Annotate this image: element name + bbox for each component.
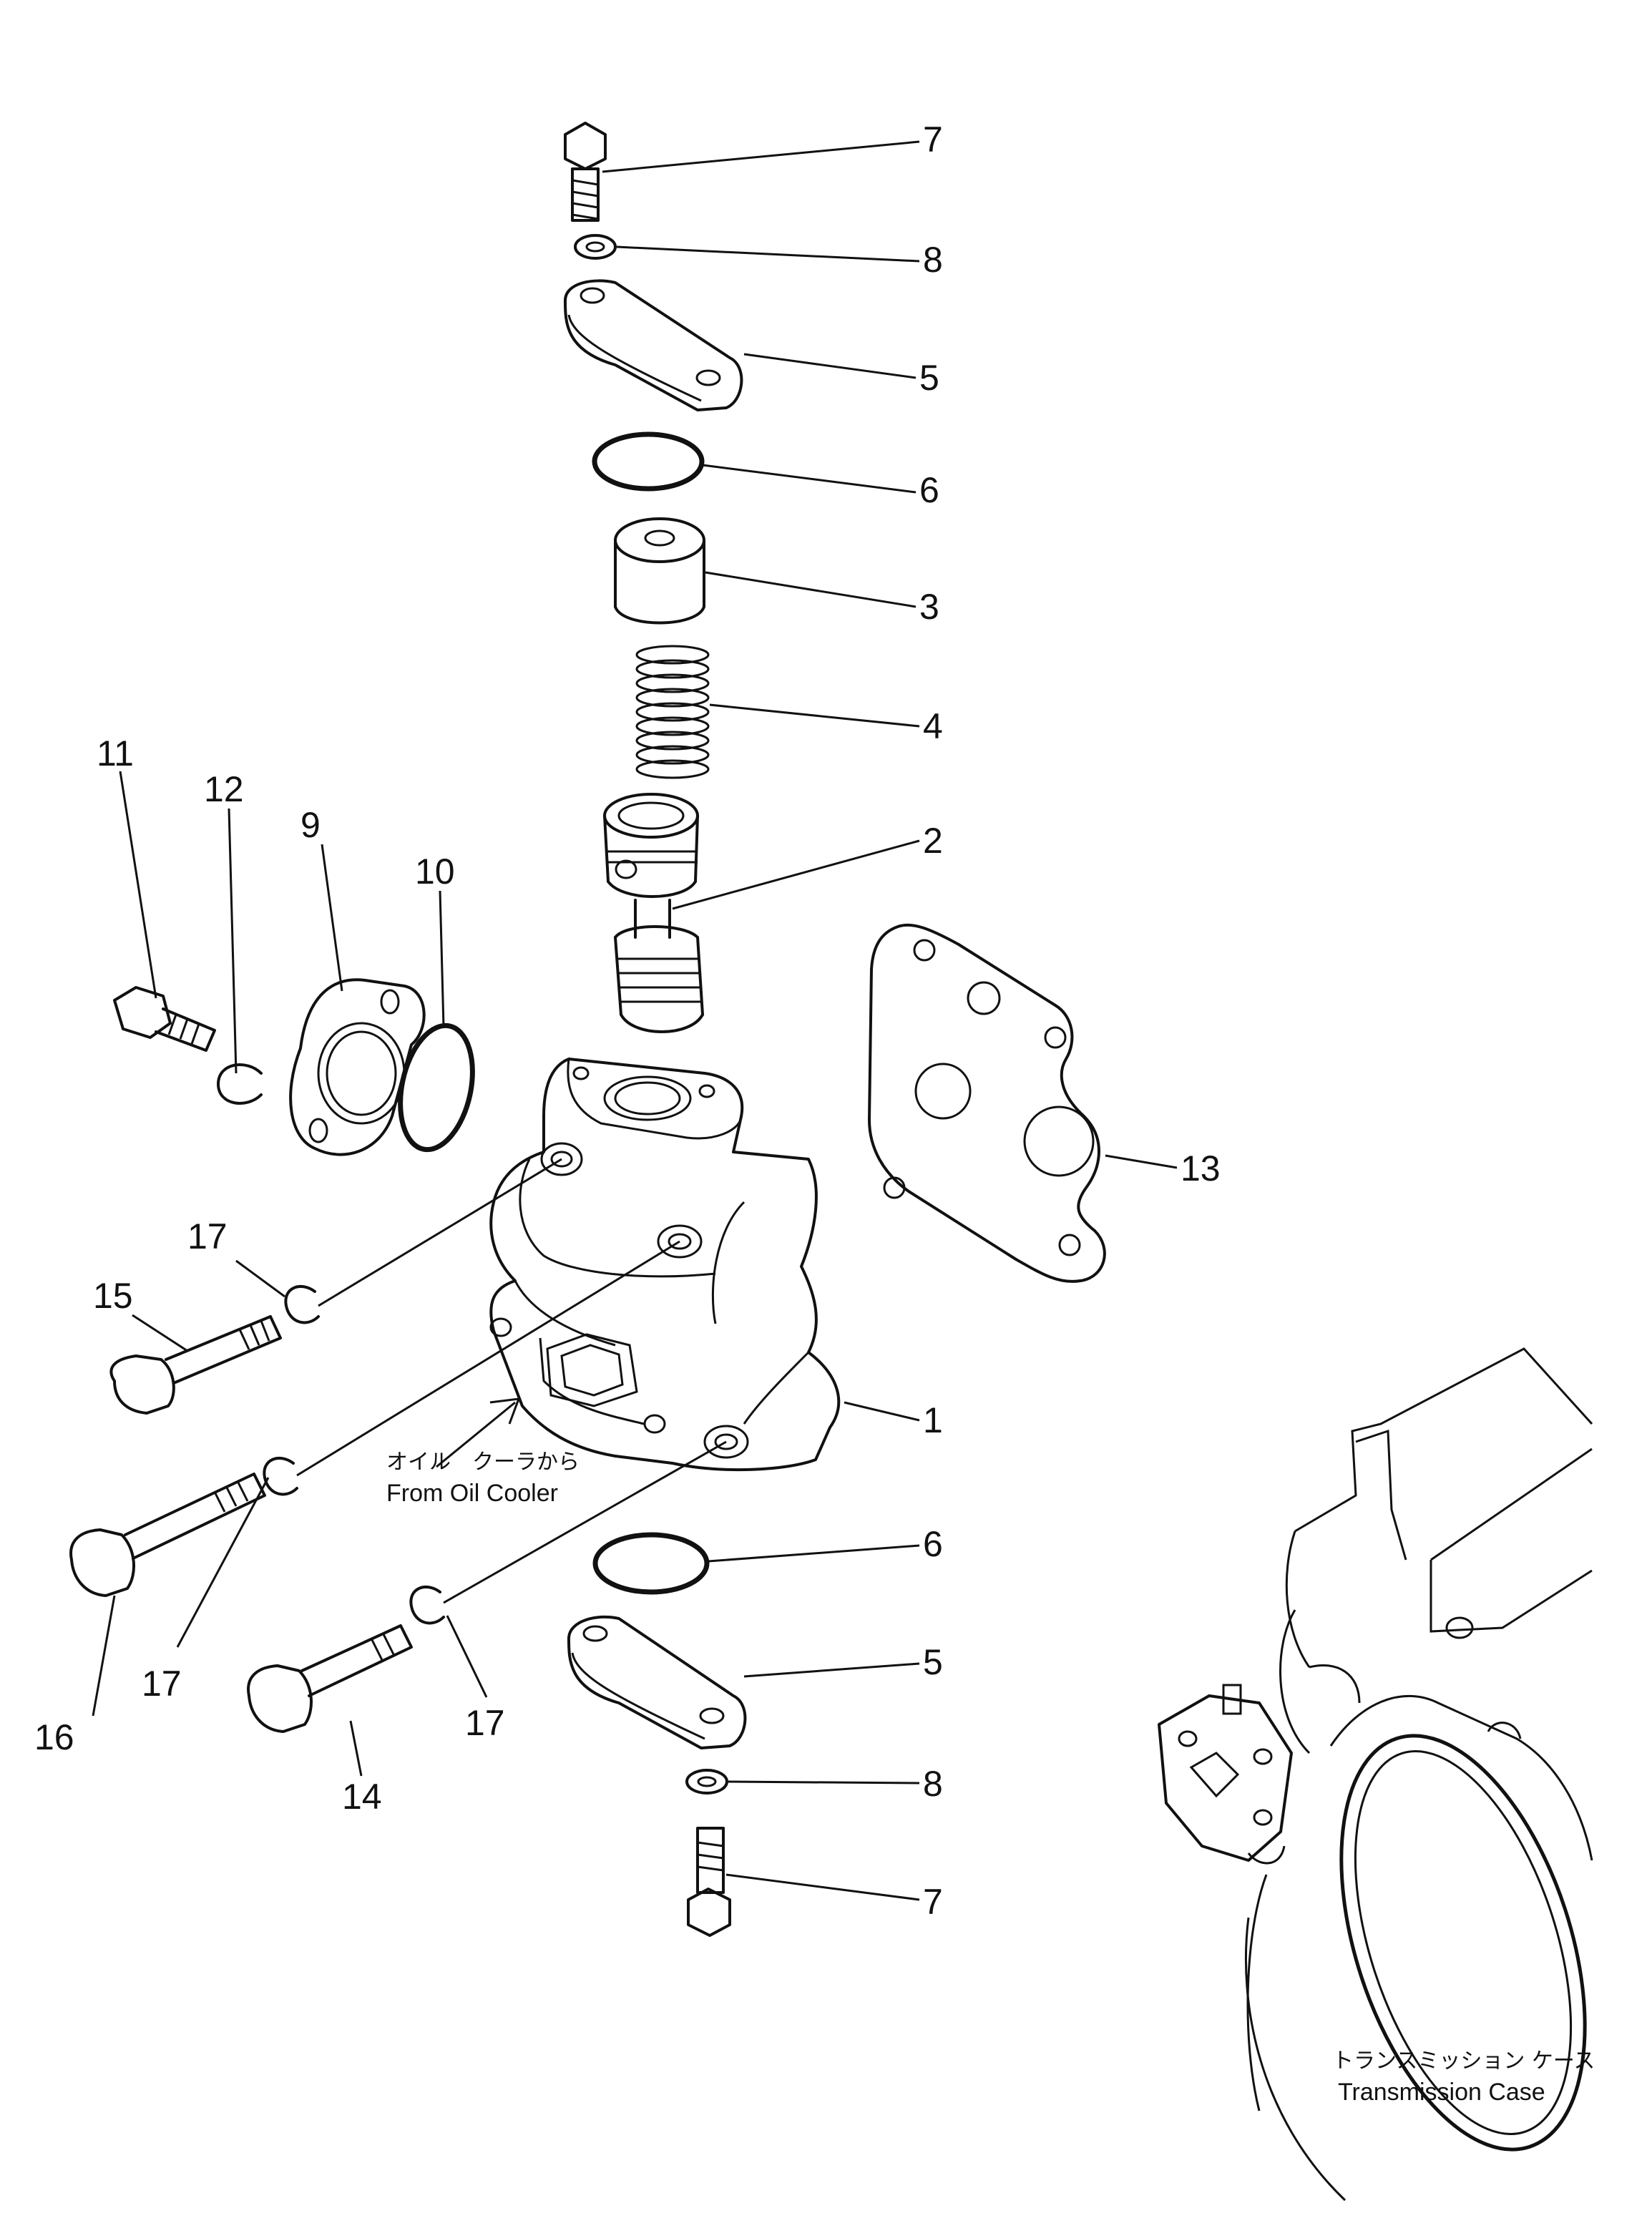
label-part-14: 14 bbox=[342, 1777, 382, 1817]
transmission-case-inset bbox=[1158, 1347, 1593, 2202]
o-ring-6-top bbox=[592, 431, 705, 492]
washer-17-b bbox=[263, 1456, 298, 1496]
sleeve-3 bbox=[614, 517, 705, 625]
valve-body-1 bbox=[489, 1058, 841, 1472]
bolt-7-top bbox=[564, 122, 607, 222]
washer-12 bbox=[217, 1063, 263, 1105]
label-part-8-top: 8 bbox=[923, 240, 943, 280]
spool-2 bbox=[603, 793, 704, 1033]
label-part-13: 13 bbox=[1181, 1148, 1221, 1188]
caption-oil-cooler-jp: オイル クーラから bbox=[386, 1450, 580, 1475]
washer-17-a bbox=[284, 1284, 320, 1324]
bolt-15 bbox=[109, 1315, 282, 1415]
bolt-16 bbox=[69, 1473, 266, 1597]
label-part-6-bottom: 6 bbox=[923, 1524, 943, 1564]
label-part-17-b: 17 bbox=[142, 1664, 182, 1704]
label-part-6-top: 6 bbox=[919, 470, 939, 510]
o-ring-6-bottom bbox=[592, 1532, 710, 1595]
spring-4 bbox=[635, 645, 710, 779]
label-part-7-bottom: 7 bbox=[923, 1882, 943, 1922]
label-part-17-c: 17 bbox=[465, 1703, 505, 1743]
caption-transmission-jp: トランスミッション ケース bbox=[1332, 2049, 1595, 2074]
label-part-1: 1 bbox=[923, 1400, 943, 1440]
bolt-7-bottom bbox=[687, 1827, 731, 1937]
washer-17-c bbox=[409, 1585, 445, 1625]
o-ring-10 bbox=[398, 1022, 475, 1153]
label-part-4: 4 bbox=[923, 706, 943, 746]
caption-transmission-en: Transmission Case bbox=[1338, 2079, 1545, 2106]
washer-8-bottom bbox=[685, 1769, 728, 1795]
label-part-9: 9 bbox=[300, 805, 321, 845]
label-part-7-top: 7 bbox=[923, 119, 943, 160]
gasket-13 bbox=[868, 923, 1106, 1283]
label-part-11: 11 bbox=[97, 733, 134, 773]
label-part-8-bottom: 8 bbox=[923, 1764, 943, 1804]
washer-8-top bbox=[574, 234, 617, 260]
bolt-11 bbox=[113, 986, 216, 1052]
caption-oil-cooler-en: From Oil Cooler bbox=[386, 1480, 558, 1507]
label-part-5-bottom: 5 bbox=[923, 1642, 943, 1682]
cover-5-top bbox=[564, 279, 743, 411]
leader-lines bbox=[92, 140, 1178, 1901]
label-part-15: 15 bbox=[93, 1276, 133, 1316]
label-part-3: 3 bbox=[919, 587, 939, 627]
label-part-16: 16 bbox=[34, 1717, 74, 1757]
cover-5-bottom bbox=[567, 1615, 747, 1749]
bolt-14 bbox=[247, 1624, 413, 1733]
label-part-5-top: 5 bbox=[919, 358, 939, 398]
label-part-2: 2 bbox=[923, 821, 943, 861]
label-part-10: 10 bbox=[415, 851, 455, 892]
label-part-12: 12 bbox=[204, 769, 244, 809]
label-part-17-a: 17 bbox=[187, 1216, 228, 1256]
